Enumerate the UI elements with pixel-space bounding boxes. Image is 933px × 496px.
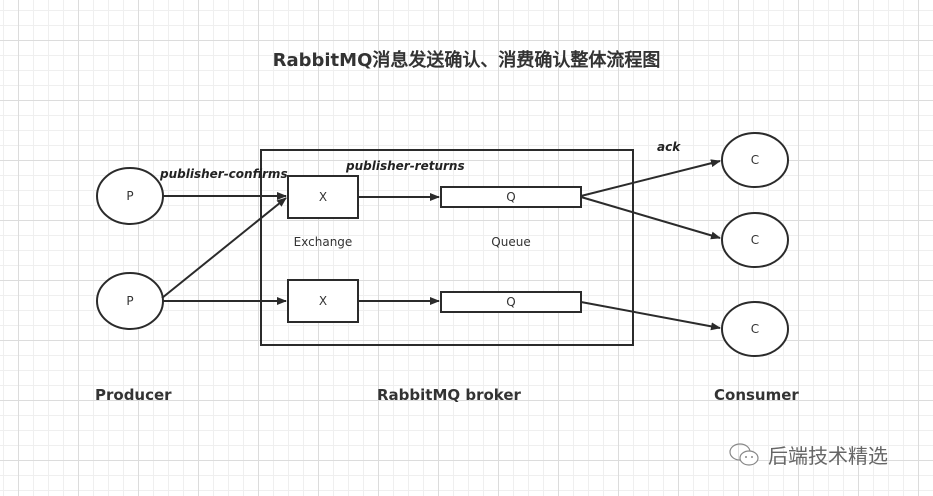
diagram-title: RabbitMQ消息发送确认、消费确认整体流程图 [272, 50, 661, 71]
publisher-returns-label: publisher-returns [345, 159, 465, 173]
queue-label: Q [506, 190, 515, 204]
wechat-icon [729, 442, 759, 466]
watermark-text: 后端技术精选 [768, 444, 888, 468]
consumer-label: C [751, 322, 759, 336]
producer-label: P [126, 294, 133, 308]
exchange-node[interactable]: X [287, 175, 359, 219]
consumer-node[interactable]: C [721, 132, 789, 188]
consumer-section-label: Consumer [714, 386, 799, 404]
consumer-node[interactable]: C [721, 212, 789, 268]
broker-box [260, 149, 634, 346]
arrow-q1-c1 [580, 159, 721, 197]
broker-section-label: RabbitMQ broker [377, 386, 522, 404]
queue-node[interactable]: Q [440, 291, 582, 313]
consumer-label: C [751, 233, 759, 247]
arrow-q2-c3 [580, 301, 721, 331]
watermark: 后端技术精选 [728, 440, 888, 469]
consumer-node[interactable]: C [721, 301, 789, 357]
producer-node[interactable]: P [96, 167, 164, 225]
queue-caption: Queue [491, 235, 530, 249]
consumer-label: C [751, 153, 759, 167]
producer-node[interactable]: P [96, 272, 164, 330]
queue-label: Q [506, 295, 515, 309]
ack-label: ack [657, 140, 681, 154]
exchange-label: X [319, 294, 327, 308]
arrow-p2-x1 [161, 197, 287, 299]
queue-node[interactable]: Q [440, 186, 582, 208]
exchange-node[interactable]: X [287, 279, 359, 323]
arrow-q1-c2 [580, 196, 721, 240]
producer-label: P [126, 189, 133, 203]
producer-section-label: Producer [95, 386, 172, 404]
exchange-caption: Exchange [294, 235, 353, 249]
exchange-label: X [319, 190, 327, 204]
publisher-confirms-label: publisher-confirms [159, 167, 288, 181]
